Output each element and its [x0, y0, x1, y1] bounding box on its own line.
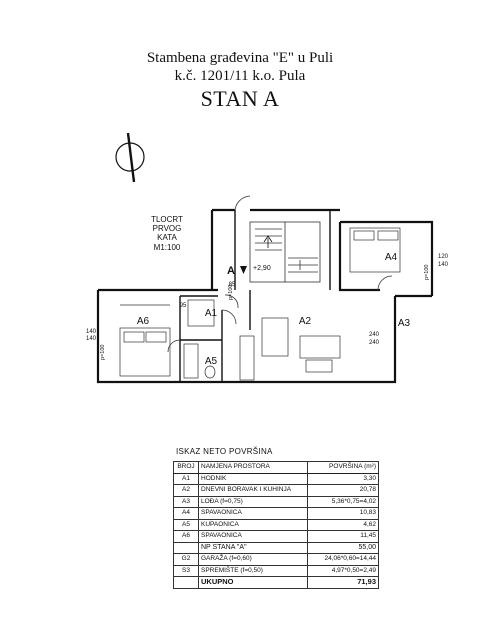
plan-caption-scale: M1:100: [154, 243, 181, 252]
header-namjena: NAMJENA PROSTORA: [198, 461, 308, 474]
row-area: 24,06*0,60=14,44: [307, 553, 379, 566]
building-title: Stambena građevina "E" u Puli: [146, 50, 334, 66]
plan-caption-line3: KATA: [157, 233, 177, 242]
dim-p100-right: p=100: [424, 265, 430, 280]
row-name: HODNIK: [198, 472, 308, 485]
dim-95: 95: [180, 303, 187, 309]
row-code: A5: [173, 518, 199, 531]
bed-a4: [349, 227, 401, 273]
room-label-a1: A1: [205, 308, 218, 319]
dim-p100-left: p=100: [100, 345, 106, 360]
row-name: DNEVNI BORAVAK I KUHINJA: [198, 484, 308, 497]
subtotal-code: [173, 541, 199, 554]
area-table: BROJ NAMJENA PROSTORA POVRŠINA (m²) A1 H…: [173, 461, 379, 589]
table-row: A3 LOĐA (f=0,75) 5,36*0,75=4,02: [173, 495, 379, 508]
elevation-label: +2,90: [253, 265, 271, 272]
dim-120: 120: [438, 254, 449, 260]
staircase: [249, 221, 321, 283]
row-name: SPAVAONICA: [198, 530, 308, 543]
row-name: KUPAONICA: [198, 518, 308, 531]
row-area: 5,36*0,75=4,02: [307, 495, 379, 508]
table-row: A2 DNEVNI BORAVAK I KUHINJA 20,78: [173, 484, 379, 497]
room-label-a6: A6: [137, 316, 150, 327]
room-label-a5: A5: [205, 356, 218, 367]
row-code: A3: [173, 495, 199, 508]
row-code: A4: [173, 507, 199, 520]
bathroom-fixtures: [183, 299, 216, 379]
plan-caption-line1: TLOCRT: [151, 215, 183, 224]
total-label: UKUPNO: [198, 576, 308, 589]
room-label-a4: A4: [385, 252, 398, 263]
total-value: 71,93: [307, 576, 379, 589]
row-name: SPAVAONICA: [198, 507, 308, 520]
inner-walls: [179, 210, 331, 382]
row-code: G2: [173, 553, 199, 566]
header-broj: BROJ: [173, 461, 199, 474]
plan-caption-line2: PRVOG: [153, 224, 182, 233]
parcel-label: k.č. 1201/11 k.o. Pula: [174, 68, 306, 84]
apartment-title: STAN A: [200, 86, 280, 111]
area-table-header: BROJ NAMJENA PROSTORA POVRŠINA (m²): [173, 461, 379, 474]
dim-85: 85: [229, 282, 236, 288]
door-swings: [167, 195, 393, 353]
north-arrow-icon: [115, 132, 145, 183]
dim-240-top: 240: [369, 332, 380, 338]
table-row: G2 GARAŽA (f=0,60) 24,06*0,60=14,44: [173, 553, 379, 566]
table-row: A6 SPAVAONICA 11,45: [173, 530, 379, 543]
row-area: 11,45: [307, 530, 379, 543]
total-code: [173, 576, 199, 589]
dim-240-bottom: 240: [369, 340, 380, 346]
dim-p100-center: p=100: [228, 285, 234, 300]
subtotal-label: NP STANA "A": [198, 541, 308, 554]
table-row: A5 KUPAONICA 4,62: [173, 518, 379, 531]
row-area: 20,78: [307, 484, 379, 497]
area-table-caption: ISKAZ NETO POVRŠINA: [176, 447, 273, 456]
dim-140-left-top: 140: [86, 329, 97, 335]
table-row: S3 SPREMIŠTE (f=0,50) 4,97*0,50=2,49: [173, 564, 379, 577]
row-area: 4,62: [307, 518, 379, 531]
table-row: A1 HODNIK 3,30: [173, 472, 379, 485]
row-area: 10,83: [307, 507, 379, 520]
bed-a6: [119, 304, 171, 377]
living-furniture: [239, 317, 341, 381]
dim-140-left-bottom: 140: [86, 336, 97, 342]
row-name: SPREMIŠTE (f=0,50): [198, 564, 308, 577]
floor-plan: TLOCRT PRVOG KATA M1:100: [86, 132, 449, 384]
room-label-a2: A2: [299, 316, 312, 327]
room-label-a3: A3: [398, 318, 411, 329]
header-povrsina: POVRŠINA (m²): [307, 461, 379, 474]
subtotal-row: NP STANA "A" 55,00: [173, 541, 379, 554]
row-name: GARAŽA (f=0,60): [198, 553, 308, 566]
table-row: A4 SPAVAONICA 10,83: [173, 507, 379, 520]
dim-140-right: 140: [438, 262, 449, 268]
subtotal-value: 55,00: [307, 541, 379, 554]
row-name: LOĐA (f=0,75): [198, 495, 308, 508]
row-area: 3,30: [307, 472, 379, 485]
row-code: S3: [173, 564, 199, 577]
row-area: 4,97*0,50=2,49: [307, 564, 379, 577]
entrance-arrow-icon: [240, 266, 247, 274]
outer-walls: [96, 208, 434, 384]
row-code: A1: [173, 472, 199, 485]
row-code: A2: [173, 484, 199, 497]
row-code: A6: [173, 530, 199, 543]
total-row: UKUPNO 71,93: [173, 576, 379, 589]
entrance-label: A: [227, 265, 235, 277]
